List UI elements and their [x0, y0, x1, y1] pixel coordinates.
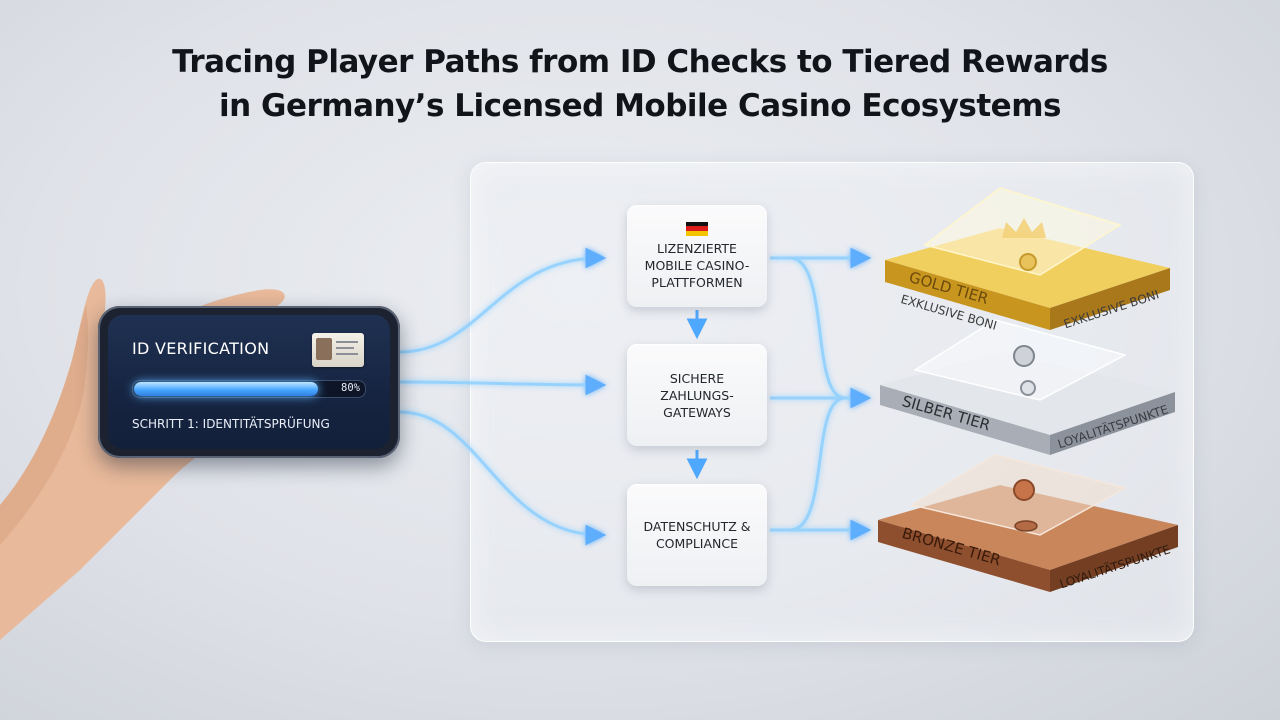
flow-line-cross-2	[789, 396, 846, 532]
progress-percent: 80%	[341, 382, 360, 394]
title-line-2: in Germany’s Licensed Mobile Casino Ecos…	[219, 88, 1061, 124]
id-verification-heading: ID VERIFICATION	[132, 339, 270, 358]
box-data-privacy: DATENSCHUTZ & COMPLIANCE	[627, 484, 767, 586]
box-label: LIZENZIERTE MOBILE CASINO-PLATTFORMEN	[644, 240, 750, 290]
verification-step-label: SCHRITT 1: IDENTITÄTSPRÜFUNG	[132, 417, 330, 431]
box-label: DATENSCHUTZ & COMPLIANCE	[643, 519, 751, 551]
chip-icon	[1013, 345, 1035, 367]
flow-line-to-privacy	[399, 410, 607, 546]
flow-line-cross-1	[789, 256, 846, 400]
box-licensed-platforms: LIZENZIERTE MOBILE CASINO-PLATTFORMEN	[627, 205, 767, 307]
chip-icon	[1013, 479, 1035, 501]
tier-gold	[885, 187, 1170, 330]
phone-screen: ID VERIFICATION 80% SCHRITT 1: IDENTITÄT…	[108, 315, 390, 449]
tier-silver	[880, 319, 1175, 455]
page-title: Tracing Player Paths from ID Checks to T…	[0, 40, 1280, 128]
id-card-icon	[312, 333, 364, 367]
title-line-1: Tracing Player Paths from ID Checks to T…	[172, 44, 1108, 80]
german-flag-icon	[686, 221, 708, 236]
progress-fill	[134, 382, 318, 396]
verification-progress-bar: 80%	[132, 380, 366, 398]
phone-device: ID VERIFICATION 80% SCHRITT 1: IDENTITÄT…	[98, 306, 400, 458]
flow-line-to-platforms	[399, 247, 607, 354]
box-label: SICHERE ZAHLUNGS-GATEWAYS	[660, 370, 734, 420]
crown-icon	[1002, 218, 1046, 238]
tier-bronze	[878, 454, 1178, 592]
chip-icon	[1019, 253, 1037, 271]
box-secure-payments: SICHERE ZAHLUNGS-GATEWAYS	[627, 344, 767, 446]
flow-line-to-payments	[399, 374, 607, 396]
